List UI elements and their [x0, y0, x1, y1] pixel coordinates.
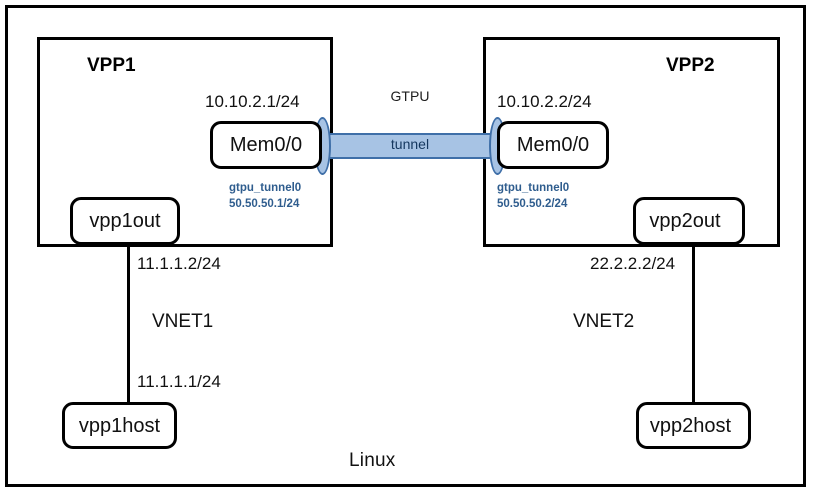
vpp2-gtpu-tunnel-address: 50.50.50.2/24 [497, 198, 568, 210]
vnet1-link-line [127, 243, 130, 404]
vpp1host-node: vpp1host [62, 402, 177, 449]
vpp1out-node: vpp1out [70, 197, 180, 245]
gtpu-tunnel-label-line2: tunnel [390, 136, 430, 152]
vpp1out-address: 11.1.1.2/24 [137, 254, 221, 273]
vpp1-gtpu-tunnel-annotation: gtpu_tunnel0 50.50.50.1/24 [229, 180, 301, 212]
vpp1-mem0-0-label: Mem0/0 [229, 134, 303, 156]
gtpu-tunnel-label-line1: GTPU [390, 88, 430, 104]
vpp2-gtpu-tunnel-annotation: gtpu_tunnel0 50.50.50.2/24 [497, 180, 569, 212]
vnet2-label: VNET2 [573, 311, 635, 332]
vnet1-label: VNET1 [152, 311, 214, 332]
vpp2-mem0-0-address: 10.10.2.2/24 [497, 92, 592, 111]
vpp2-mem0-0-node: Mem0/0 [497, 121, 609, 169]
vpp1host-label: vpp1host [78, 414, 161, 437]
vpp2-title: VPP2 [666, 55, 715, 76]
vpp1host-address: 11.1.1.1/24 [137, 372, 221, 391]
vpp1-mem0-0-address: 10.10.2.1/24 [205, 92, 300, 111]
vpp1out-label: vpp1out [89, 210, 161, 232]
vpp2-gtpu-tunnel-name: gtpu_tunnel0 [497, 182, 570, 194]
vpp2-mem0-0-label: Mem0/0 [516, 134, 590, 156]
vpp2out-label: vpp2out [649, 210, 721, 232]
vpp1-gtpu-tunnel-name: gtpu_tunnel0 [229, 182, 302, 194]
vpp2out-address: 22.2.2.2/24 [590, 254, 676, 273]
vpp1-title: VPP1 [87, 55, 136, 76]
vpp2host-label: vpp2host [649, 414, 732, 437]
vpp1-mem0-0-node: Mem0/0 [210, 121, 322, 169]
vpp2host-node: vpp2host [636, 402, 751, 449]
vpp2out-node: vpp2out [633, 197, 745, 245]
linux-host-frame [5, 5, 806, 487]
vpp1-gtpu-tunnel-address: 50.50.50.1/24 [229, 198, 300, 210]
gtpu-tunnel-body [322, 133, 497, 159]
linux-host-label: Linux [349, 450, 396, 471]
vnet2-link-line [692, 243, 695, 404]
